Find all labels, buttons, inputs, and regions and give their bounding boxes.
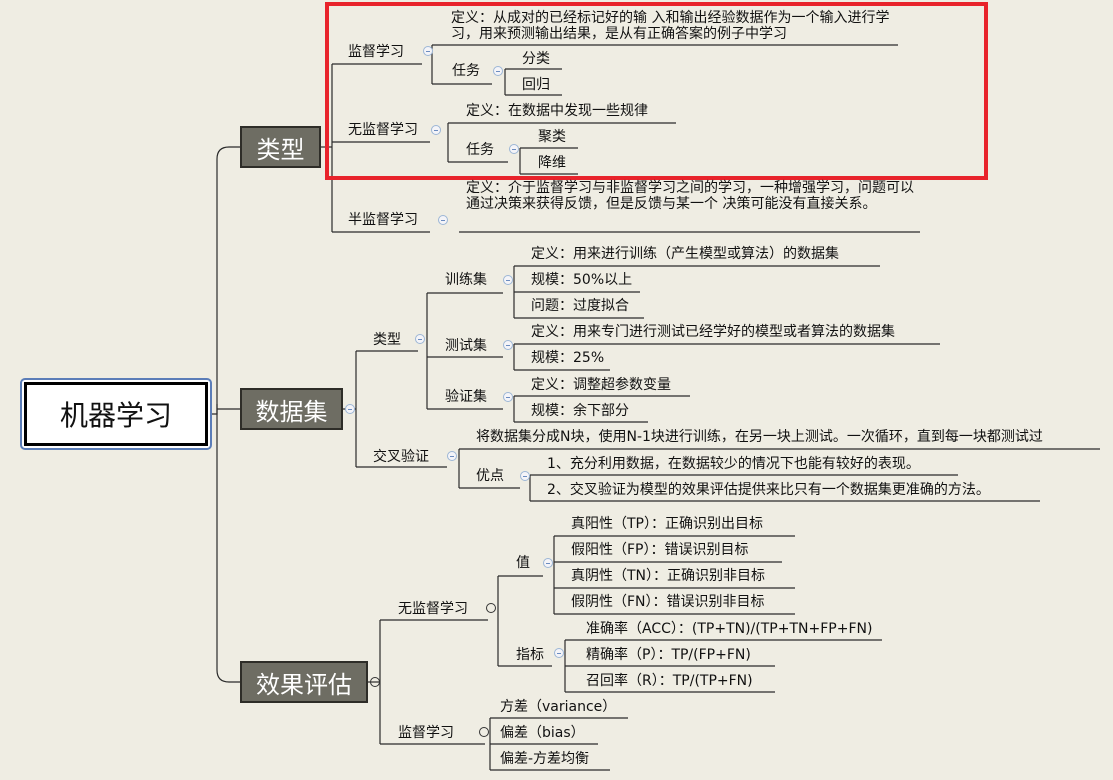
collapse-icon[interactable] — [345, 404, 355, 414]
collapse-icon[interactable] — [543, 558, 553, 568]
metrics-node[interactable]: 指标 — [516, 647, 544, 663]
collapse-icon[interactable] — [503, 275, 513, 285]
unsupervised-definition: 定义：在数据中发现一些规律 — [466, 103, 648, 119]
cross-validation-description: 将数据集分成N块，使用N-1块进行训练，在另一块上测试。一次循环，直到每一块都测… — [476, 429, 1043, 445]
task-classification[interactable]: 分类 — [522, 51, 550, 67]
train-definition: 定义：用来进行训练（产生模型或算法）的数据集 — [531, 246, 839, 262]
dataset-types-node[interactable]: 类型 — [373, 332, 401, 348]
pros-node[interactable]: 优点 — [476, 468, 504, 484]
collapse-icon[interactable] — [415, 334, 425, 344]
collapse-icon[interactable] — [554, 648, 564, 658]
pros-item: 1、充分利用数据，在数据较少的情况下也能有较好的表现。 — [547, 456, 920, 472]
collapse-circle-icon[interactable] — [486, 603, 496, 613]
topic-types[interactable]: 类型 — [240, 126, 321, 168]
eval-bias: 偏差（bias） — [500, 725, 585, 741]
collapse-icon[interactable] — [503, 340, 513, 350]
semi-supervised-definition: 定义：介于监督学习与非监督学习之间的学习，一种增强学习，问题可以通过决策来获得反… — [466, 180, 914, 212]
task-dim-reduction[interactable]: 降维 — [538, 155, 566, 171]
metric-accuracy: 准确率（ACC）：(TP+TN)/(TP+TN+FP+FN) — [586, 621, 873, 637]
unsupervised-task-node[interactable]: 任务 — [466, 142, 494, 158]
supervised-node[interactable]: 监督学习 — [348, 44, 404, 60]
pros-item: 2、交叉验证为模型的效果评估提供来比只有一个数据集更准确的方法。 — [547, 482, 990, 498]
collapse-icon[interactable] — [423, 46, 433, 56]
collapse-circle-icon[interactable] — [370, 677, 380, 687]
collapse-icon[interactable] — [520, 471, 530, 481]
train-issue: 问题：过度拟合 — [531, 298, 629, 314]
collapse-icon[interactable] — [447, 451, 457, 461]
eval-variance: 方差（variance） — [500, 699, 617, 715]
eval-supervised-node[interactable]: 监督学习 — [398, 725, 454, 741]
value-fn: 假阴性（FN）：错误识别非目标 — [571, 594, 765, 610]
supervised-definition: 定义：从成对的已经标记好的输 入和输出经验数据作为一个输入进行学习，用来预测输出… — [451, 10, 890, 42]
collapse-icon[interactable] — [493, 66, 503, 76]
metric-recall: 召回率（R）：TP/(TP+FN) — [586, 673, 753, 689]
topic-evaluation[interactable]: 效果评估 — [240, 661, 368, 703]
test-set-node[interactable]: 测试集 — [445, 338, 487, 354]
eval-tradeoff: 偏差-方差均衡 — [500, 751, 590, 767]
collapse-icon[interactable] — [503, 392, 513, 402]
validation-set-node[interactable]: 验证集 — [445, 389, 487, 405]
test-definition: 定义：用来专门进行测试已经学好的模型或者算法的数据集 — [531, 324, 895, 340]
metric-precision: 精确率（P）：TP/(FP+FN) — [586, 647, 751, 663]
collapse-icon[interactable] — [438, 215, 448, 225]
task-clustering[interactable]: 聚类 — [538, 129, 566, 145]
root-label: 机器学习 — [24, 382, 208, 446]
task-regression[interactable]: 回归 — [522, 77, 550, 93]
supervised-task-node[interactable]: 任务 — [452, 63, 480, 79]
value-tp: 真阳性（TP）：正确识别出目标 — [571, 516, 763, 532]
topic-dataset[interactable]: 数据集 — [240, 388, 343, 430]
value-fp: 假阳性（FP）：错误识别目标 — [571, 542, 749, 558]
collapse-icon[interactable] — [509, 144, 519, 154]
values-node[interactable]: 值 — [516, 555, 530, 571]
unsupervised-node[interactable]: 无监督学习 — [348, 122, 418, 138]
validation-definition: 定义：调整超参数变量 — [531, 377, 671, 393]
highlight-box — [325, 2, 988, 180]
train-set-node[interactable]: 训练集 — [445, 272, 487, 288]
cross-validation-node[interactable]: 交叉验证 — [373, 449, 429, 465]
collapse-icon[interactable] — [431, 125, 441, 135]
root-node[interactable]: 机器学习 — [20, 378, 212, 450]
train-size: 规模：50%以上 — [531, 272, 633, 288]
collapse-circle-icon[interactable] — [479, 727, 489, 737]
validation-size: 规模：余下部分 — [531, 403, 629, 419]
value-tn: 真阴性（TN）：正确识别非目标 — [571, 568, 766, 584]
eval-unsupervised-node[interactable]: 无监督学习 — [398, 601, 468, 617]
semi-supervised-node[interactable]: 半监督学习 — [348, 212, 418, 228]
test-size: 规模：25% — [531, 350, 605, 366]
